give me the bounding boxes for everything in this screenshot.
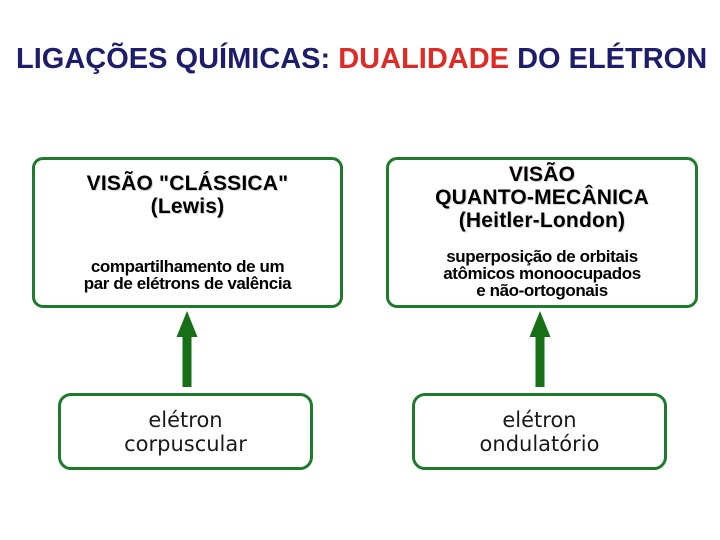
quantum-heading-line2: QUANTO-MECÂNICA: [435, 186, 649, 209]
classical-heading-line1: VISÃO "CLÁSSICA": [86, 172, 289, 195]
title-prefix: LIGAÇÕES QUÍMICAS:: [16, 43, 339, 75]
corpuscular-line1: elétron: [148, 407, 223, 432]
corpuscular-line2: corpuscular: [124, 431, 247, 456]
classical-heading-line2: (Lewis): [150, 195, 225, 218]
quantum-heading-line1: VISÃO: [508, 163, 576, 186]
title-highlight: DUALIDADE: [338, 43, 510, 75]
title-suffix: DO ELÉTRON: [509, 43, 708, 75]
quantum-view-description: superposição de orbitais atômicos monooc…: [391, 248, 693, 299]
quantum-view-box: VISÃO QUANTO-MECÂNICA (Heitler-London) s…: [386, 157, 698, 308]
corpuscular-electron-box: elétron corpuscular: [58, 393, 313, 470]
undulatory-line2: ondulatório: [479, 431, 600, 456]
slide-title: LIGAÇÕES QUÍMICAS: DUALIDADE DO ELÉTRON: [16, 43, 707, 75]
quantum-view-heading: VISÃO QUANTO-MECÂNICA (Heitler-London): [391, 163, 693, 232]
classical-view-description: compartilhamento de um par de elétrons d…: [37, 258, 338, 292]
undulatory-electron-box: elétron ondulatório: [412, 393, 667, 470]
undulatory-line1: elétron: [502, 407, 577, 432]
quantum-heading-line3: (Heitler-London): [458, 209, 626, 232]
classical-view-box: VISÃO "CLÁSSICA" (Lewis) compartilhament…: [32, 157, 343, 308]
quantum-body-line3: e não-ortogonais: [476, 281, 608, 300]
up-arrow-icon: [176, 311, 198, 387]
classical-view-heading: VISÃO "CLÁSSICA" (Lewis): [37, 172, 338, 218]
classical-body-line1: compartilhamento de um: [90, 257, 285, 276]
quantum-body-line2: atômicos monoocupados: [443, 264, 641, 283]
up-arrow-icon: [529, 311, 551, 387]
classical-body-line2: par de elétrons de valência: [83, 274, 292, 293]
quantum-body-line1: superposição de orbitais: [446, 247, 638, 266]
